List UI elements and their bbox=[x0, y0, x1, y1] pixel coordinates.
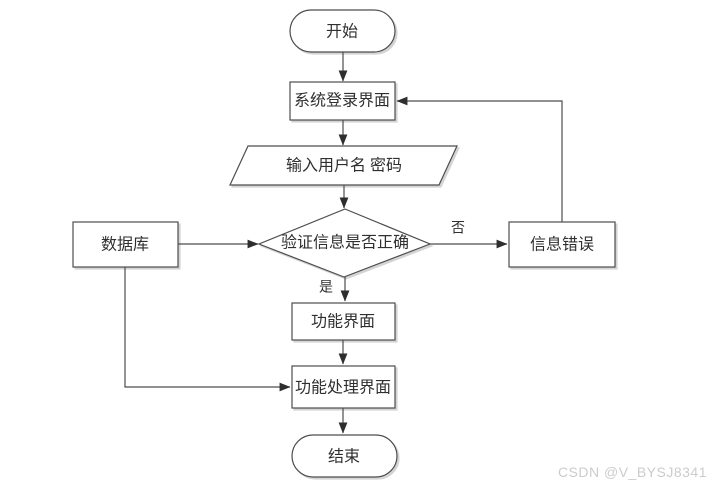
database-process-shape bbox=[72, 221, 179, 268]
function-ui-label: 功能界面 bbox=[311, 313, 375, 331]
database-label: 数据库 bbox=[101, 236, 149, 254]
verify-decision-shape bbox=[257, 208, 432, 278]
end-terminator-shape bbox=[291, 434, 398, 478]
csdn-watermark: CSDN @V_BYSJ8341 bbox=[557, 464, 707, 480]
node-function-process-ui: 功能处理界面 bbox=[291, 365, 396, 409]
edge-database-processing bbox=[124, 267, 291, 392]
edge-error-login-feedback bbox=[396, 96, 563, 222]
verify-label: 验证信息是否正确 bbox=[281, 234, 409, 252]
branch-label-yes: 是 bbox=[319, 281, 333, 296]
function-process-ui-shape bbox=[291, 365, 396, 409]
login-process-shape bbox=[289, 81, 396, 121]
login-label: 系统登录界面 bbox=[294, 92, 390, 110]
node-function-ui: 功能界面 bbox=[291, 302, 396, 341]
node-start: 开始 bbox=[289, 9, 396, 53]
node-input: 输入用户名 密码 bbox=[229, 145, 458, 186]
end-label: 结束 bbox=[328, 448, 360, 466]
input-io-shape bbox=[229, 145, 458, 186]
branch-label-no: 否 bbox=[451, 222, 465, 237]
input-label: 输入用户名 密码 bbox=[286, 157, 402, 175]
node-end: 结束 bbox=[291, 434, 398, 478]
error-label: 信息错误 bbox=[530, 236, 594, 254]
connectors bbox=[124, 52, 563, 434]
node-login: 系统登录界面 bbox=[289, 81, 396, 121]
node-database: 数据库 bbox=[72, 221, 179, 268]
function-process-ui-label: 功能处理界面 bbox=[295, 379, 391, 397]
start-label: 开始 bbox=[326, 23, 358, 41]
node-verify: 验证信息是否正确 bbox=[257, 208, 432, 278]
node-error: 信息错误 bbox=[508, 221, 616, 268]
